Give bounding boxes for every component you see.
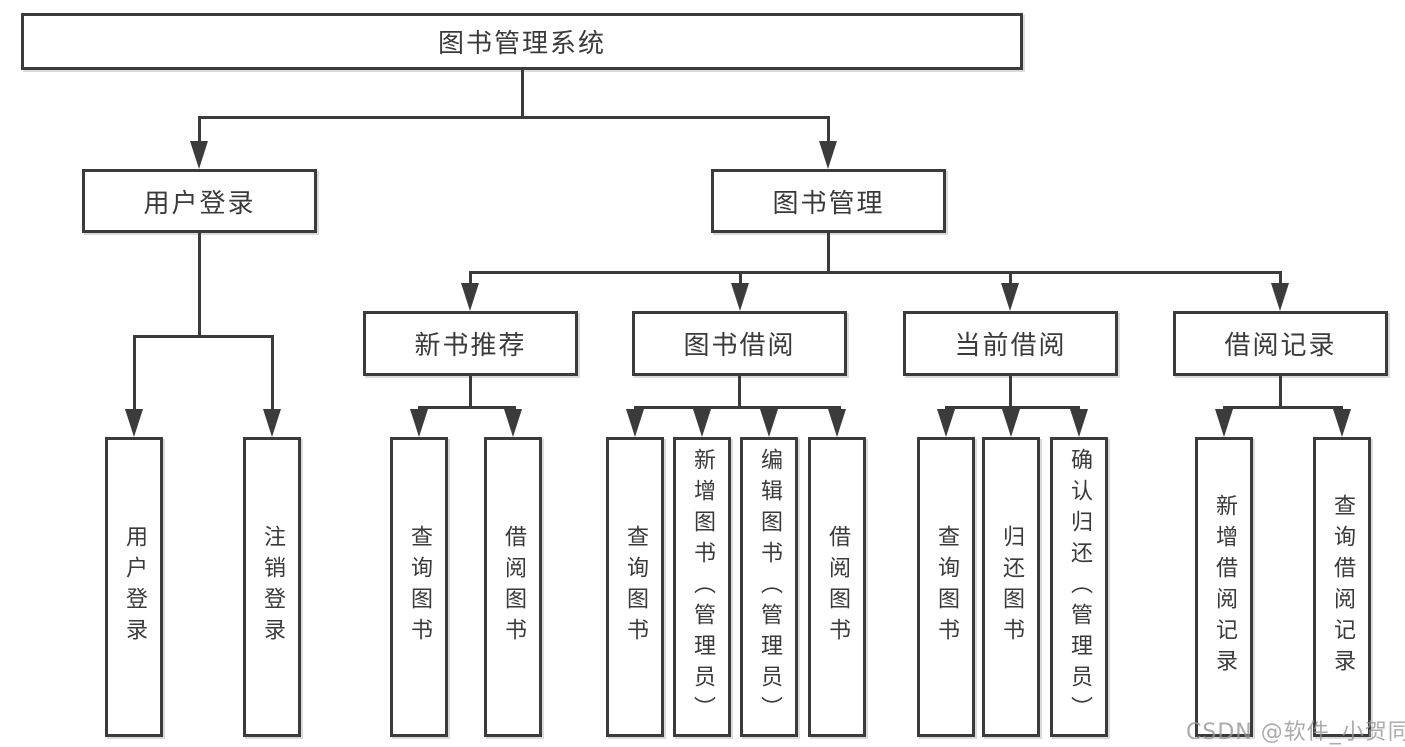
arrow-down-icon <box>828 409 846 437</box>
connector-line <box>1279 375 1282 408</box>
leaf-query-books-2: 查询图书 <box>606 437 664 737</box>
connector-line <box>1223 406 1343 409</box>
connector-line <box>1009 271 1012 286</box>
leaf-logout: 注销登录 <box>243 437 301 737</box>
leaf-query-books-3: 查询图书 <box>917 437 975 737</box>
leaf-confirm-return-admin: 确认归还（管理员） <box>1050 437 1108 737</box>
connector-line <box>469 375 472 408</box>
connector-line <box>1009 375 1012 408</box>
connector-line <box>469 271 472 286</box>
leaf-label: 借阅图书 <box>501 525 526 649</box>
leaf-label: 借阅图书 <box>825 525 850 649</box>
arrow-down-icon <box>1002 409 1020 437</box>
connector-line <box>133 335 136 412</box>
leaf-label: 编辑图书（管理员） <box>757 447 782 727</box>
node-current-borrowing: 当前借阅 <box>903 311 1118 376</box>
arrow-down-icon <box>1215 409 1233 437</box>
arrow-down-icon <box>190 141 208 169</box>
arrow-down-icon <box>819 141 837 169</box>
connector-line <box>739 271 742 286</box>
connector-line <box>133 335 274 338</box>
leaf-edit-books-admin: 编辑图书（管理员） <box>740 437 798 737</box>
node-book-borrowing: 图书借阅 <box>632 311 847 376</box>
leaf-label: 查询图书 <box>934 525 959 649</box>
arrow-down-icon <box>760 409 778 437</box>
leaf-query-borrow-record: 查询借阅记录 <box>1313 437 1371 737</box>
leaf-label: 查询图书 <box>407 525 432 649</box>
connector-line <box>418 406 516 409</box>
connector-line <box>198 116 830 119</box>
node-new-book-recommend: 新书推荐 <box>363 311 578 376</box>
arrow-down-icon <box>461 283 479 311</box>
leaf-label: 注销登录 <box>260 525 285 649</box>
connector-line <box>738 375 741 408</box>
connector-line <box>521 69 524 119</box>
leaf-query-books-1: 查询图书 <box>390 437 448 737</box>
leaf-user-login: 用户登录 <box>105 437 163 737</box>
arrow-down-icon <box>410 409 428 437</box>
arrow-down-icon <box>731 283 749 311</box>
arrow-down-icon <box>1271 283 1289 311</box>
node-user-login: 用户登录 <box>82 169 317 233</box>
node-library-management-system: 图书管理系统 <box>21 13 1023 70</box>
leaf-borrow-books-1: 借阅图书 <box>484 437 542 737</box>
leaf-label: 确认归还（管理员） <box>1067 447 1092 727</box>
connector-line <box>827 233 830 274</box>
leaf-label: 用户登录 <box>122 525 147 649</box>
leaf-borrow-books-2: 借阅图书 <box>808 437 866 737</box>
connector-line <box>634 406 841 409</box>
connector-line <box>1279 271 1282 286</box>
arrow-down-icon <box>1070 409 1088 437</box>
arrow-down-icon <box>125 409 143 437</box>
arrow-down-icon <box>937 409 955 437</box>
connector-line <box>827 116 830 143</box>
leaf-label: 归还图书 <box>999 525 1024 649</box>
connector-line <box>198 116 201 143</box>
arrow-down-icon <box>1333 409 1351 437</box>
leaf-label: 新增借阅记录 <box>1212 494 1237 680</box>
leaf-add-borrow-record: 新增借阅记录 <box>1195 437 1253 737</box>
csdn-watermark: CSDN @软件_小贺同学 <box>1186 720 1405 745</box>
leaf-add-books-admin: 新增图书（管理员） <box>673 437 731 737</box>
node-book-management: 图书管理 <box>711 169 946 233</box>
connector-line <box>271 335 274 412</box>
leaf-label: 查询借阅记录 <box>1330 494 1355 680</box>
arrow-down-icon <box>263 409 281 437</box>
arrow-down-icon <box>693 409 711 437</box>
leaf-label: 查询图书 <box>623 525 648 649</box>
node-borrowing-records: 借阅记录 <box>1173 311 1388 376</box>
connector-line <box>469 271 1282 274</box>
leaf-label: 新增图书（管理员） <box>690 447 715 727</box>
leaf-return-books: 归还图书 <box>982 437 1040 737</box>
arrow-down-icon <box>504 409 522 437</box>
arrow-down-icon <box>1001 283 1019 311</box>
connector-line <box>945 406 1080 409</box>
connector-line <box>198 232 201 337</box>
arrow-down-icon <box>626 409 644 437</box>
